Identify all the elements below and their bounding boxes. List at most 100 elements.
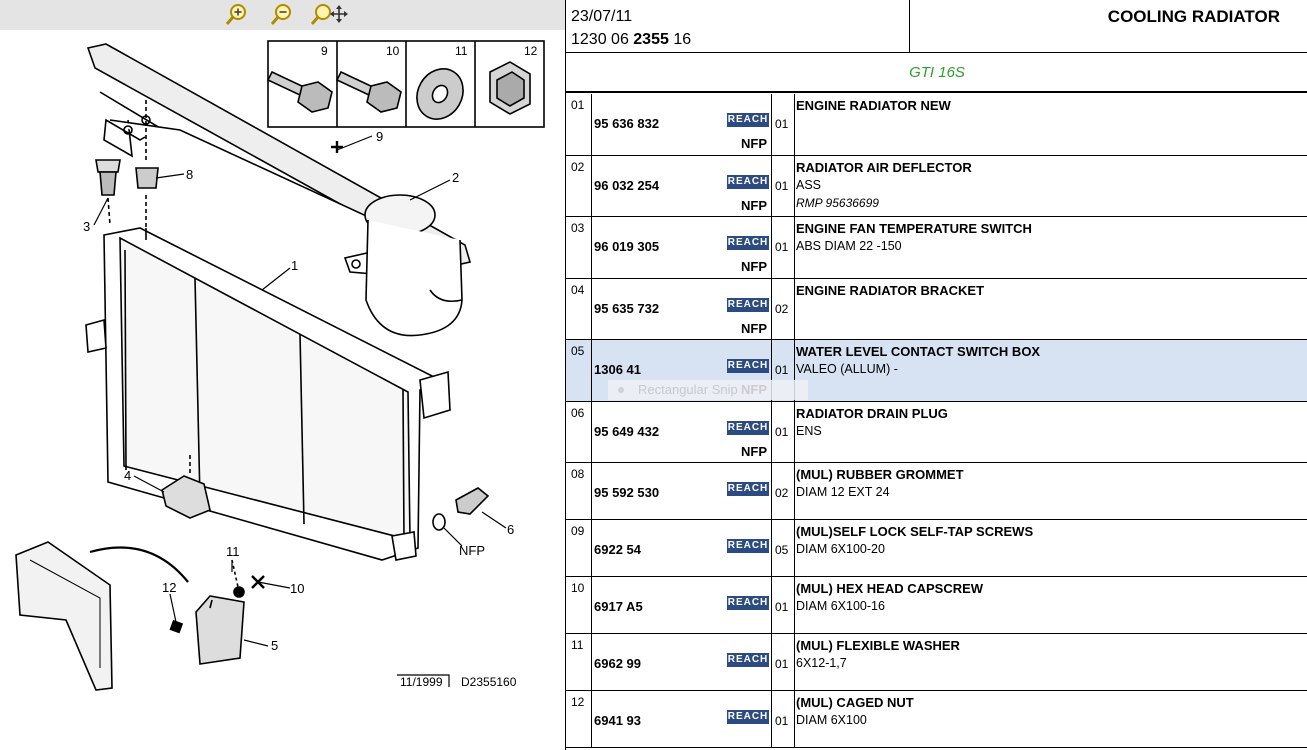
zoom-out-button[interactable] (269, 3, 295, 27)
part-number[interactable]: 95 635 732 (594, 301, 660, 316)
reach-badge[interactable]: REACH (727, 596, 769, 610)
quantity: 01 (775, 425, 789, 439)
quantity: 01 (775, 240, 789, 254)
inset-label-12: 12 (524, 44, 538, 58)
zoom-in-icon (225, 4, 246, 25)
callout-4: 4 (124, 468, 131, 483)
part-description: (MUL) FLEXIBLE WASHER (796, 638, 960, 653)
column-divider (771, 634, 772, 690)
part-description: (MUL)SELF LOCK SELF-TAP SCREWS (796, 524, 1034, 539)
column-divider (771, 279, 772, 339)
model-row: GTI 16S (566, 53, 1307, 93)
part-description: ENGINE RADIATOR BRACKET (796, 283, 985, 298)
bracket-and-plug-drawing (161, 455, 490, 531)
quantity: 05 (775, 543, 789, 557)
part-number[interactable]: 1306 41 (594, 362, 641, 377)
callout-10: 10 (290, 581, 304, 596)
row-index: 05 (571, 344, 585, 358)
nfp-label: NFP (741, 136, 767, 151)
column-divider (771, 156, 772, 216)
table-row[interactable]: 06 95 649 432 REACH NFP 01 RADIATOR DRAIN PLU… (566, 402, 1307, 463)
zoom-pan-icon (310, 4, 348, 25)
part-detail: 6X12-1,7 (796, 656, 847, 670)
reach-badge[interactable]: REACH (727, 710, 769, 724)
column-divider (794, 279, 795, 339)
part-detail: VALEO (ALLUM) - (796, 362, 898, 376)
inset-label-11: 11 (455, 44, 468, 58)
column-divider (591, 340, 592, 401)
column-divider (794, 691, 795, 747)
row-index: 12 (571, 695, 585, 709)
column-divider (771, 463, 772, 519)
column-divider (771, 520, 772, 576)
part-number[interactable]: 95 592 530 (594, 485, 660, 500)
nfp-label: NFP (741, 444, 767, 459)
switch-box-detail-drawing (15, 541, 245, 691)
part-number[interactable]: 96 032 254 (594, 178, 660, 193)
column-divider (591, 217, 592, 278)
callout-6: 6 (507, 522, 514, 537)
part-description: (MUL) HEX HEAD CAPSCREW (796, 581, 984, 596)
part-number[interactable]: 6941 93 (594, 713, 641, 728)
ref-bold: 2355 (633, 31, 669, 48)
column-divider (591, 577, 592, 633)
part-description: ENGINE RADIATOR NEW (796, 98, 951, 113)
zoom-in-button[interactable] (224, 3, 250, 27)
exploded-diagram: 9 10 11 12 (15, 40, 545, 691)
quantity: 01 (775, 657, 789, 671)
callout-1: 1 (291, 258, 298, 273)
reach-badge[interactable]: REACH (727, 653, 769, 667)
part-detail: DIAM 12 EXT 24 (796, 485, 890, 499)
reach-badge[interactable]: REACH (727, 421, 769, 435)
part-description: WATER LEVEL CONTACT SWITCH BOX (796, 344, 1041, 359)
column-divider (771, 577, 772, 633)
callout-nfp: NFP (459, 543, 485, 558)
reach-badge[interactable]: REACH (727, 236, 769, 250)
callout-leaders (93, 135, 507, 647)
part-number[interactable]: 95 636 832 (594, 116, 660, 131)
part-replacement: RMP 95636699 (796, 196, 879, 210)
zoom-pan-button[interactable] (310, 3, 348, 27)
row-index: 08 (571, 467, 585, 481)
part-number[interactable]: 6917 A5 (594, 599, 643, 614)
row-index: 03 (571, 221, 585, 235)
part-number[interactable]: 6922 54 (594, 542, 641, 557)
reach-badge[interactable]: REACH (727, 359, 769, 373)
reach-badge[interactable]: REACH (727, 175, 769, 189)
reach-badge[interactable]: REACH (727, 539, 769, 553)
part-number[interactable]: 6962 99 (594, 656, 641, 671)
inset-label-10: 10 (386, 44, 400, 58)
quantity: 01 (775, 117, 789, 131)
reach-badge[interactable]: REACH (727, 482, 769, 496)
part-description: RADIATOR DRAIN PLUG (796, 406, 948, 421)
column-divider (794, 94, 795, 155)
part-detail: DIAM 6X100-20 (796, 542, 885, 556)
row-index: 06 (571, 406, 585, 420)
diagram-pane: 9 10 11 12 (0, 0, 565, 750)
header-date: 23/07/11 (571, 8, 633, 25)
column-divider (794, 402, 795, 462)
row-index: 02 (571, 160, 585, 174)
part-number[interactable]: 95 649 432 (594, 424, 660, 439)
column-divider (591, 156, 592, 216)
reach-badge[interactable]: REACH (727, 113, 769, 127)
quantity: 01 (775, 600, 789, 614)
switch-and-grommet-drawing (95, 100, 159, 228)
callout-11: 11 (226, 544, 240, 559)
nfp-label: NFP (741, 259, 767, 274)
quantity: 01 (775, 714, 789, 728)
callout-5: 5 (271, 638, 278, 653)
column-divider (794, 634, 795, 690)
reach-badge[interactable]: REACH (727, 298, 769, 312)
part-number[interactable]: 96 019 305 (594, 239, 660, 254)
